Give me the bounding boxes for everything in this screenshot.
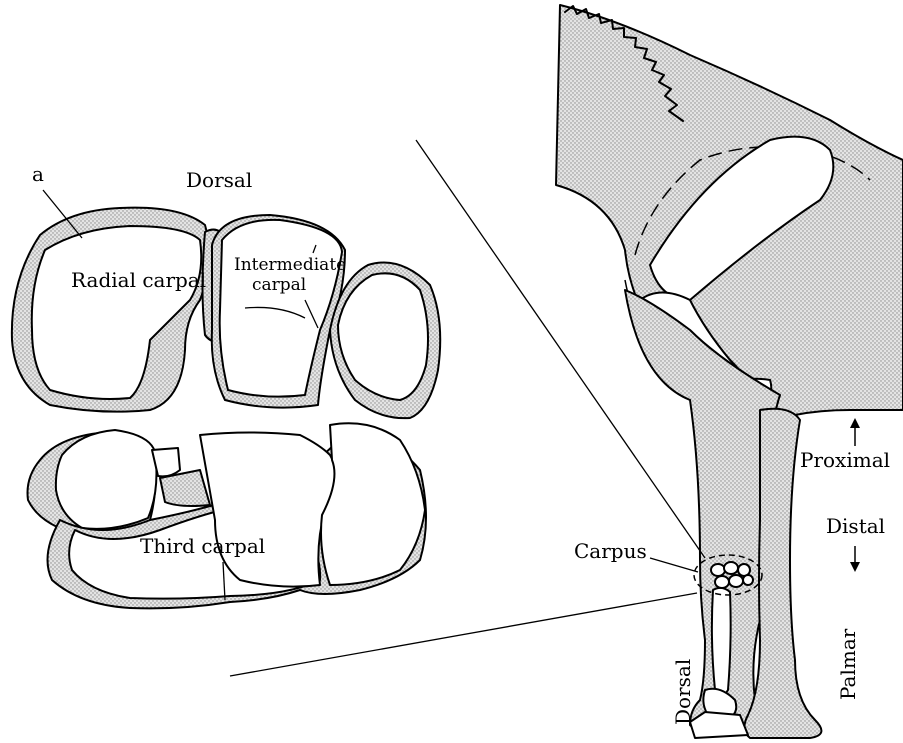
label-radial-carpal: Radial carpal <box>71 268 206 292</box>
second-carpal-bone <box>56 430 157 529</box>
label-intermediate-carpal-line2: carpal <box>252 275 306 295</box>
small-carpal-piece <box>152 448 180 476</box>
cannon-bone <box>712 588 731 695</box>
label-dorsal-top: Dorsal <box>186 168 252 192</box>
label-intermediate-carpal-line1: Intermediate <box>234 255 346 275</box>
label-carpus: Carpus <box>574 539 647 563</box>
distal-arrow-icon <box>850 546 860 572</box>
intermediate-carpal-bone <box>220 220 342 397</box>
carpus-small-bones <box>711 562 753 588</box>
label-dorsal-side: Dorsal <box>671 659 695 725</box>
horse-forelimb-illustration <box>556 5 903 738</box>
label-proximal: Proximal <box>800 448 890 472</box>
hoof <box>690 712 748 738</box>
zoom-line-lower <box>230 593 697 676</box>
label-third-carpal: Third carpal <box>140 534 265 558</box>
label-palmar-side: Palmar <box>836 628 860 700</box>
label-distal: Distal <box>826 514 885 538</box>
proximal-arrow-icon <box>850 418 860 446</box>
label-a: a <box>32 162 44 186</box>
carpus-pointer-line <box>650 558 698 572</box>
